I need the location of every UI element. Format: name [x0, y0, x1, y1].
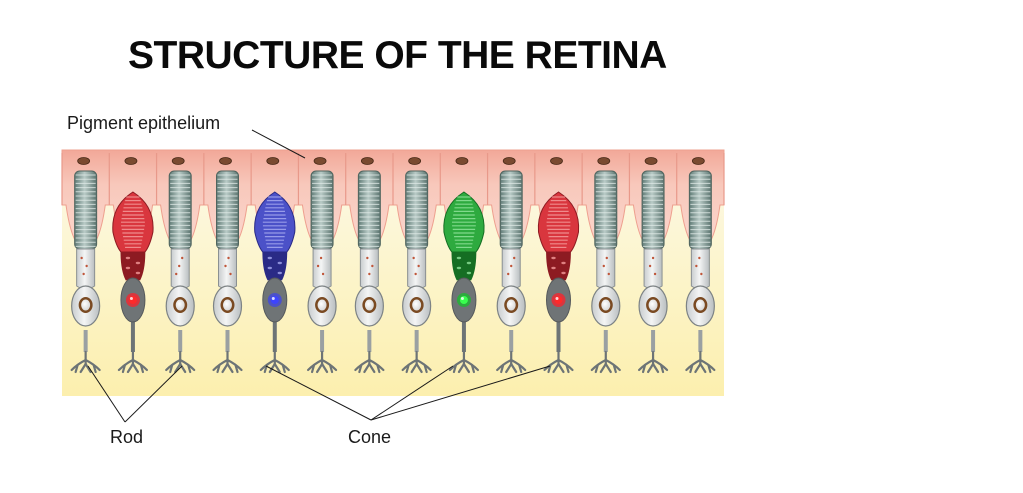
photoreceptor-cells	[70, 170, 716, 374]
rod-cell	[165, 170, 196, 374]
rod-label: Rod	[110, 427, 144, 447]
synaptic-terminal	[401, 350, 432, 374]
cone-inner-segment	[120, 251, 146, 281]
rod-pointer	[124, 365, 183, 423]
rod-inner-segment	[170, 248, 190, 290]
page-title: STRUCTURE OF THE RETINA	[128, 34, 667, 77]
pigment-nucleus	[597, 157, 611, 165]
cone-cell-green	[443, 191, 485, 374]
rod-cell	[70, 170, 101, 374]
pigment-epithelium-pointer	[251, 129, 306, 159]
rod-pointer	[87, 365, 126, 423]
rod-inner-segment	[218, 248, 237, 290]
cone-cell-red	[537, 191, 580, 374]
synaptic-terminal	[590, 350, 621, 374]
pigment-epithelium-label: Pigment epithelium	[67, 113, 221, 133]
pigment-nucleus	[313, 157, 327, 165]
rod-cell	[496, 170, 527, 374]
rod-cell	[401, 170, 432, 374]
rod-axon	[603, 330, 608, 352]
synaptic-terminal	[354, 350, 385, 374]
synaptic-terminal	[70, 350, 101, 374]
rod-outer-segment	[641, 170, 665, 250]
cone-axon	[272, 322, 277, 352]
rod-inner-segment	[407, 248, 427, 290]
cone-axon	[130, 322, 135, 352]
rod-cell	[637, 170, 669, 374]
rod-outer-segment	[357, 170, 381, 250]
rod-inner-segment	[76, 248, 96, 290]
rod-axon	[178, 330, 183, 352]
pigment-nucleus	[219, 157, 232, 165]
rod-outer-segment	[216, 170, 239, 250]
pigment-nucleus	[124, 157, 138, 165]
rod-axon	[83, 330, 88, 352]
rod-outer-segment	[168, 170, 192, 250]
pigment-nucleus	[502, 157, 516, 165]
rod-outer-segment	[310, 170, 334, 250]
synaptic-terminal	[543, 350, 574, 374]
synaptic-terminal	[259, 350, 290, 374]
rod-axon	[414, 330, 419, 352]
cone-pointer	[370, 365, 454, 421]
rod-cell	[354, 170, 385, 374]
rod-cell	[306, 170, 338, 374]
rod-outer-segment	[499, 170, 523, 250]
pigment-nucleus	[691, 157, 705, 165]
pigment-nucleus	[455, 157, 469, 165]
rod-cell	[685, 170, 716, 374]
cone-cell-blue	[254, 191, 296, 374]
rod-cell	[590, 170, 621, 374]
rod-axon	[698, 330, 703, 352]
synaptic-terminal	[496, 350, 527, 374]
cone-pointer	[370, 365, 551, 421]
rod-axon	[367, 330, 372, 352]
synaptic-terminal	[306, 350, 338, 374]
cone-inner-segment	[262, 251, 288, 281]
synaptic-terminal	[117, 350, 149, 374]
cone-label: Cone	[348, 427, 392, 447]
pigment-nucleus	[266, 157, 280, 165]
rod-outer-segment	[688, 170, 712, 250]
pigment-nucleus	[171, 157, 185, 165]
rod-outer-segment	[594, 170, 618, 250]
rod-inner-segment	[359, 248, 379, 290]
cone-axon	[461, 322, 466, 352]
rod-inner-segment	[312, 248, 332, 290]
rod-inner-segment	[690, 248, 710, 290]
pigment-nucleus	[408, 157, 422, 165]
rod-inner-segment	[501, 248, 521, 290]
rod-outer-segment	[74, 170, 98, 250]
rod-inner-segment	[596, 248, 616, 290]
synaptic-terminal	[212, 350, 243, 374]
pigment-nucleus	[550, 157, 563, 165]
rod-axon	[225, 330, 230, 352]
pigment-nucleus	[77, 157, 91, 165]
synaptic-terminal	[448, 350, 480, 374]
pigment-nucleus	[644, 157, 658, 165]
rod-cell	[212, 170, 243, 374]
rod-axon	[651, 330, 656, 352]
rod-outer-segment	[405, 170, 429, 250]
label-pointer-lines	[87, 129, 551, 423]
synaptic-terminal	[165, 350, 196, 374]
rod-inner-segment	[643, 248, 663, 290]
synaptic-terminal	[637, 350, 669, 374]
cone-inner-segment	[546, 251, 571, 281]
synaptic-terminal	[685, 350, 716, 374]
cone-pointer	[265, 365, 372, 421]
rod-axon	[509, 330, 514, 352]
cone-axon	[556, 322, 561, 352]
cone-cell-red	[112, 191, 154, 374]
cone-inner-segment	[451, 251, 477, 281]
rod-axon	[320, 330, 325, 352]
pigment-nucleus	[360, 157, 374, 165]
